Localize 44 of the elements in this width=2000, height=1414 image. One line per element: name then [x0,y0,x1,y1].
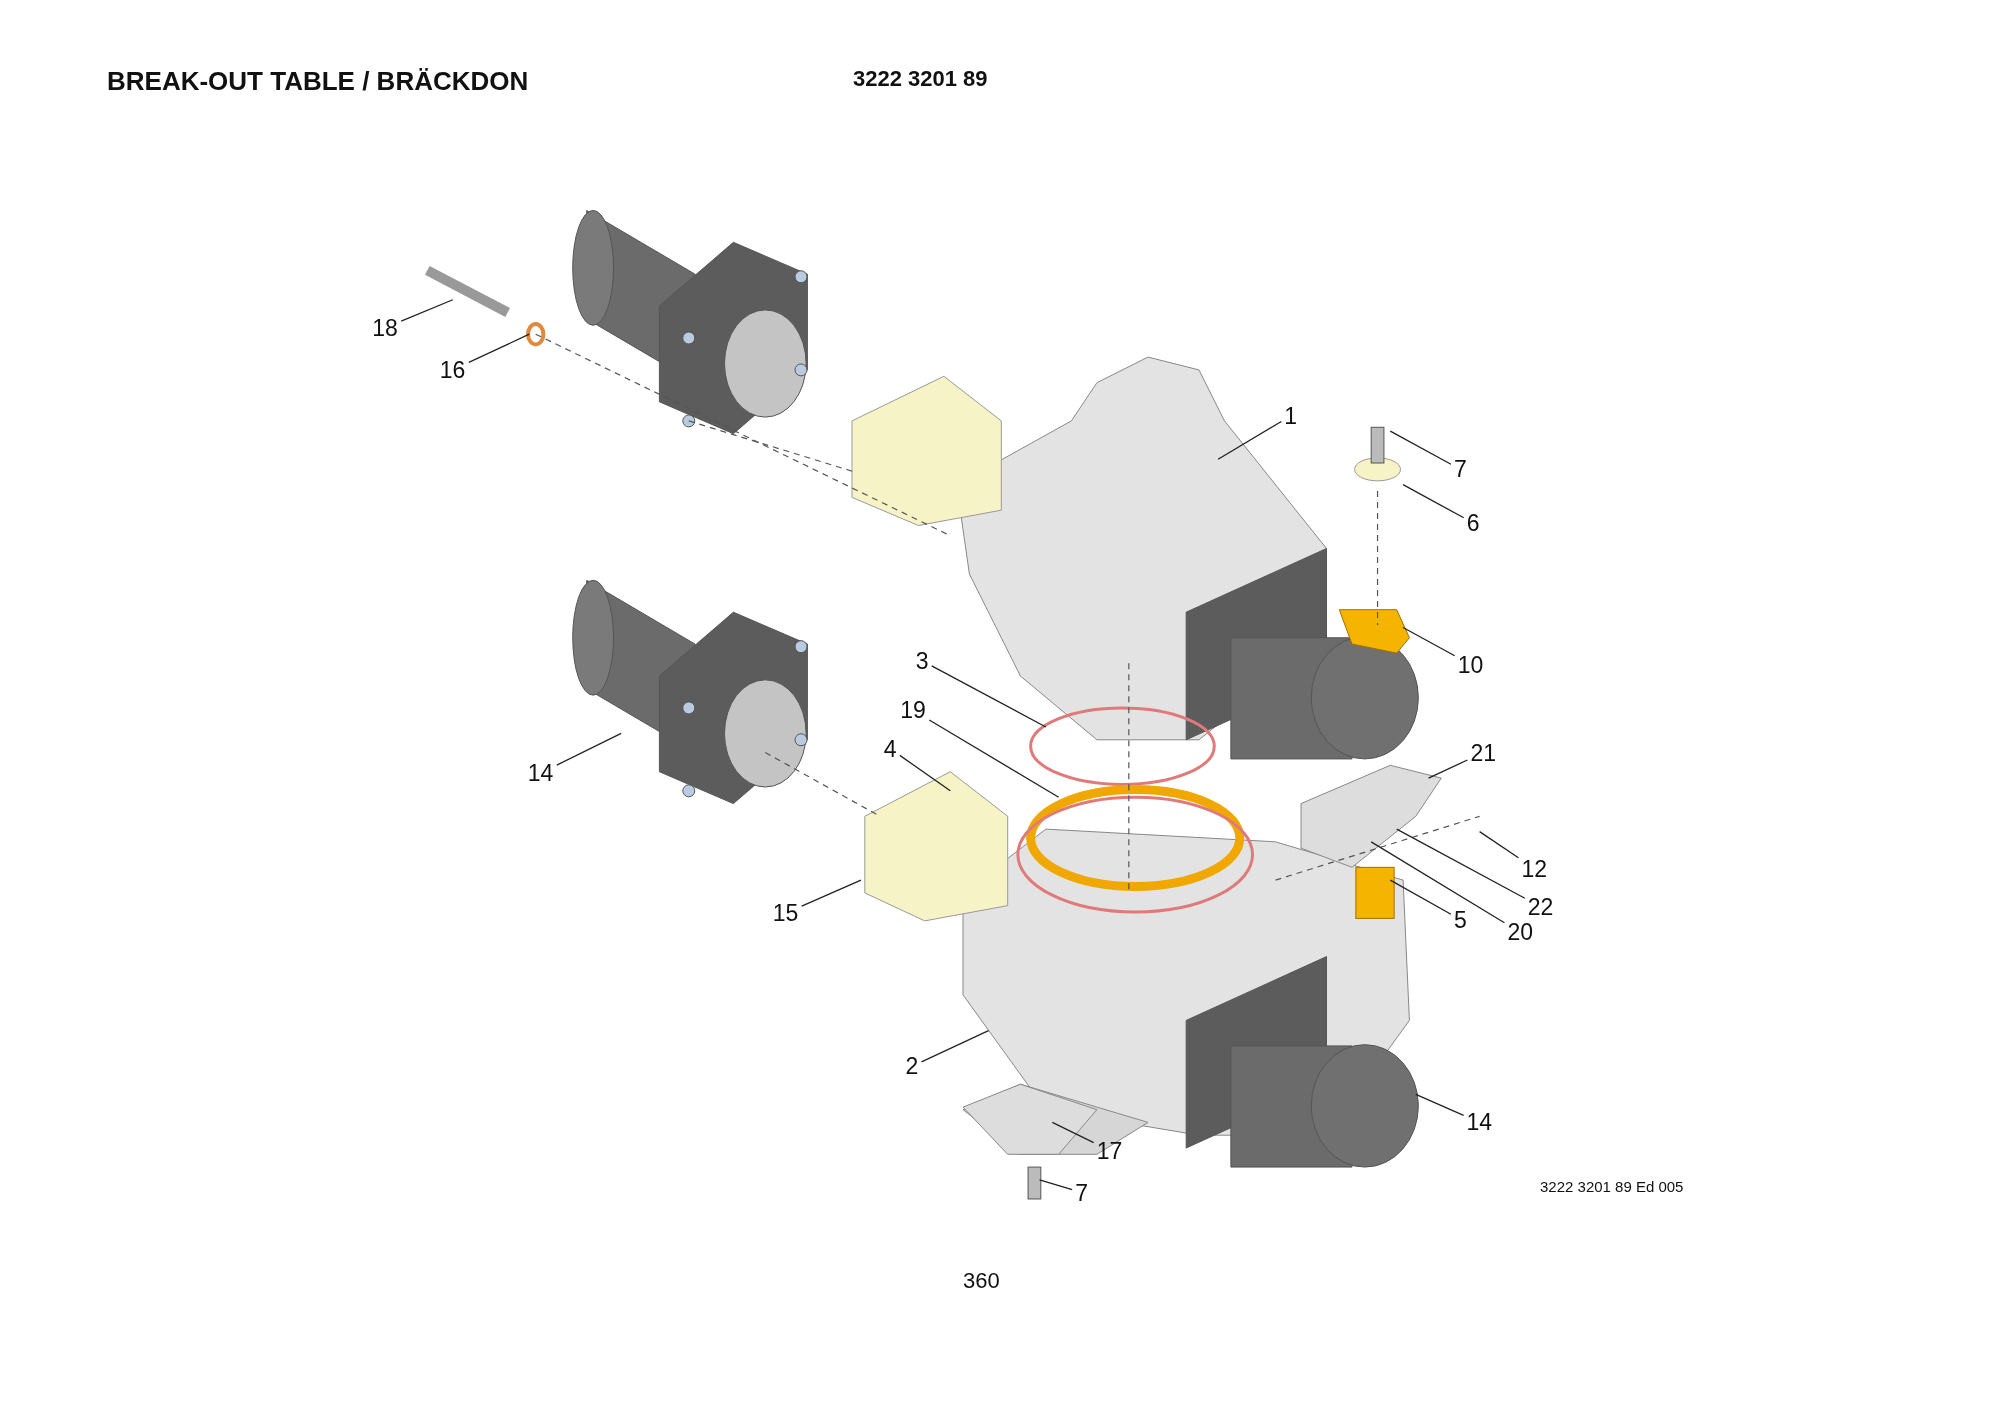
callout-number: 7 [1453,456,1467,483]
leader-line [931,665,1047,728]
leader-line [1396,828,1526,899]
callout-number: 15 [772,900,799,927]
callout-number: 7 [1075,1179,1088,1206]
leader-line [1389,430,1452,465]
leader-line [1389,879,1452,915]
callout-number: 1 [1284,402,1298,429]
leader-line [928,719,1060,798]
callout-number: 20 [1507,919,1533,946]
callout-number: 10 [1457,651,1484,678]
page-title: BREAK-OUT TABLE / BRÄCKDON [107,66,529,97]
callout-number: 3 [915,647,929,674]
leader-line [1415,1093,1465,1117]
leader-line [1402,484,1465,519]
callout-number: 6 [1466,509,1480,536]
callout-number: 12 [1521,855,1548,882]
leader-line [1427,759,1469,779]
leader-line [1217,420,1282,460]
callout-number: 18 [372,314,398,341]
leader-line [1370,841,1506,924]
leader-line [801,879,862,907]
leader-line [1051,1121,1095,1144]
leader-line [400,299,454,322]
leader-line [468,333,530,364]
callout-number: 19 [900,697,926,724]
page-number: 360 [963,1268,1000,1294]
leader-line [1402,626,1456,657]
callout-number: 16 [439,356,466,383]
callout-number: 5 [1453,906,1467,933]
callout-number: 14 [1466,1109,1493,1136]
callout-number: 4 [883,735,897,762]
callout-number: 14 [527,759,554,786]
leader-line [920,1029,990,1063]
leader-line [1478,831,1520,859]
part-number: 3222 3201 89 [853,66,988,92]
callout-number: 17 [1096,1137,1123,1164]
leader-line [1038,1179,1073,1191]
callout-number: 2 [905,1053,919,1080]
leader-line [556,732,622,766]
leader-line [899,754,951,792]
callout-number: 22 [1527,893,1554,920]
drawing-reference: 3222 3201 89 Ed 005 [1540,1178,1684,1195]
callout-number: 21 [1470,739,1496,766]
